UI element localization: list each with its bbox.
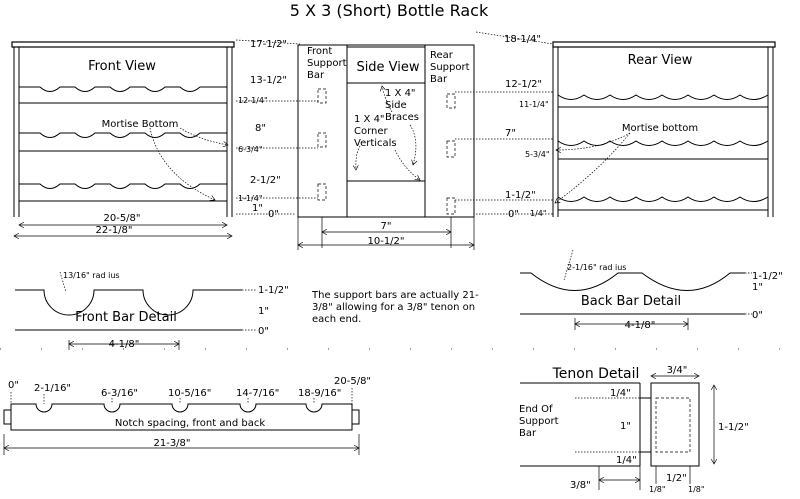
front-bar-detail-label: Front Bar Detail bbox=[75, 310, 177, 325]
tenon-dim-quarter-top: 1/4" bbox=[610, 388, 631, 399]
front-dim-level0: 0" bbox=[268, 209, 279, 220]
side-braces-label: 1 X 4" Side Braces bbox=[385, 88, 419, 123]
back-bar-dim-bottom: 0" bbox=[752, 310, 763, 321]
back-bar-dim-mid: 1" bbox=[752, 282, 763, 293]
front-bar-middle bbox=[19, 132, 227, 138]
rear-dim-level0: 0" bbox=[508, 209, 519, 220]
front-dim-height: 17-1/2" bbox=[250, 39, 287, 50]
rear-view: Rear View Mortise bottom 18-1/4" 12-1/2"… bbox=[455, 31, 776, 220]
rear-support-bar-label: Rear Support Bar bbox=[430, 50, 470, 85]
front-dim-level3: 2-1/2" bbox=[250, 175, 281, 186]
tenon-detail-label: Tenon Detail bbox=[552, 366, 640, 382]
tenon-detail: Tenon Detail End Of Support Bar 3/4" 1/4… bbox=[519, 365, 749, 494]
rear-top-rail bbox=[552, 41, 776, 48]
front-dim-inner-width: 20-5/8" bbox=[103, 213, 140, 224]
rear-dim-height: 18-1/4" bbox=[504, 34, 541, 45]
front-bar-radius: 13/16" rad ius bbox=[63, 271, 120, 280]
tenon-dim-eighth-right: 1/8" bbox=[688, 485, 705, 494]
front-bar-dim-spacing: 4-1/8" bbox=[109, 339, 140, 350]
tenon-dim-top: 3/4" bbox=[667, 365, 688, 376]
front-dim-outer-width: 22-1/8" bbox=[95, 225, 132, 236]
front-bar-detail-profile bbox=[15, 289, 242, 316]
front-bar-bottom bbox=[19, 183, 227, 189]
notch-mark-4: 14-7/16" bbox=[236, 388, 279, 399]
front-top-rail bbox=[11, 41, 235, 48]
front-view-label: Front View bbox=[88, 59, 156, 74]
front-support-bar-label: Front Support Bar bbox=[307, 46, 347, 81]
front-dim-m3: 1-1/4" bbox=[238, 194, 263, 203]
front-bar-dim-mid: 1" bbox=[258, 306, 269, 317]
tenon-dim-half: 1/2" bbox=[666, 473, 687, 484]
tenon-dim-eighth-left: 1/8" bbox=[649, 485, 666, 494]
rear-dim-m2: 5-3/4" bbox=[525, 150, 550, 159]
front-dim-m2: 6-3/4" bbox=[238, 145, 263, 154]
notch-mark-5: 18-9/16" bbox=[298, 388, 341, 399]
notch-mark-2: 6-3/16" bbox=[101, 388, 138, 399]
rear-view-label: Rear View bbox=[628, 53, 693, 68]
tenon-dim-middle: 1" bbox=[620, 421, 631, 432]
front-mortise-label: Mortise Bottom bbox=[102, 119, 179, 130]
notch-mark-6: 20-5/8" bbox=[334, 376, 371, 387]
back-bar-detail-label: Back Bar Detail bbox=[581, 294, 681, 309]
side-outline bbox=[297, 44, 475, 218]
front-bar-dim-top: 1-1/2" bbox=[258, 285, 289, 296]
tenon-outline bbox=[520, 382, 652, 467]
notch-spacing-bar bbox=[10, 403, 353, 431]
rear-dim-level1: 12-1/2" bbox=[505, 79, 542, 90]
side-brace-box bbox=[346, 82, 426, 182]
tenon-mortise-piece bbox=[650, 382, 700, 467]
tenon-dim-shoulder: 3/8" bbox=[570, 480, 591, 491]
front-dim-level1: 13-1/2" bbox=[250, 75, 287, 86]
back-bar-detail-profile bbox=[520, 272, 745, 291]
front-dim-level4: 1" bbox=[252, 203, 263, 214]
side-view-label: Side View bbox=[356, 60, 419, 75]
front-dim-level2: 8" bbox=[255, 123, 266, 134]
front-bar-detail: 13/16" rad ius Front Bar Detail 1-1/2" 1… bbox=[15, 271, 289, 350]
page-title: 5 X 3 (Short) Bottle Rack bbox=[290, 1, 489, 20]
notch-mark-3: 10-5/16" bbox=[168, 388, 211, 399]
back-bar-dim-spacing: 4-1/8" bbox=[625, 320, 656, 331]
rear-dim-level3: 1-1/2" bbox=[505, 190, 536, 201]
tenon-end-label: End Of Support Bar bbox=[519, 404, 559, 439]
notch-spacing-label: Notch spacing, front and back bbox=[115, 418, 265, 429]
support-bar-note: The support bars are actually 21-3/8" al… bbox=[312, 290, 479, 325]
tenon-dim-quarter-bottom: 1/4" bbox=[616, 455, 637, 466]
side-dim-inner: 7" bbox=[381, 221, 392, 232]
front-dim-m1: 12-1/4" bbox=[238, 96, 268, 105]
rear-bar-bottom bbox=[557, 196, 769, 202]
rear-bar-top bbox=[557, 94, 769, 100]
notch-mark-0: 0" bbox=[8, 380, 19, 391]
rear-dim-m1: 11-1/4" bbox=[519, 100, 549, 109]
tenon-dim-height: 1-1/2" bbox=[718, 422, 749, 433]
rear-dim-level2: 7" bbox=[505, 128, 516, 139]
rear-bar-middle bbox=[557, 140, 769, 146]
rear-dim-m3: 1/4" bbox=[530, 209, 547, 218]
front-view: Front View Mortise Bottom 17-1/2" 13-1/2… bbox=[11, 39, 318, 236]
notch-spacing: Notch spacing, front and back 0" 2-1/16"… bbox=[4, 376, 371, 455]
front-bar-dim-bottom: 0" bbox=[258, 326, 269, 337]
front-bar-top bbox=[19, 86, 227, 92]
corner-verticals-label: 1 X 4" Corner Verticals bbox=[354, 114, 397, 149]
notch-mark-1: 2-1/16" bbox=[34, 383, 71, 394]
back-bar-dim-top: 1-1/2" bbox=[752, 271, 783, 282]
notch-total-length: 21-3/8" bbox=[153, 438, 190, 449]
rear-mortise-label: Mortise bottom bbox=[622, 123, 698, 134]
side-dim-outer: 10-1/2" bbox=[367, 236, 404, 247]
back-bar-radius: 2-1/16" rad ius bbox=[567, 263, 626, 272]
side-view: Side View Front Support Bar Rear Support… bbox=[297, 44, 475, 250]
back-bar-detail: 2-1/16" rad ius Back Bar Detail 1-1/2" 1… bbox=[520, 249, 783, 331]
